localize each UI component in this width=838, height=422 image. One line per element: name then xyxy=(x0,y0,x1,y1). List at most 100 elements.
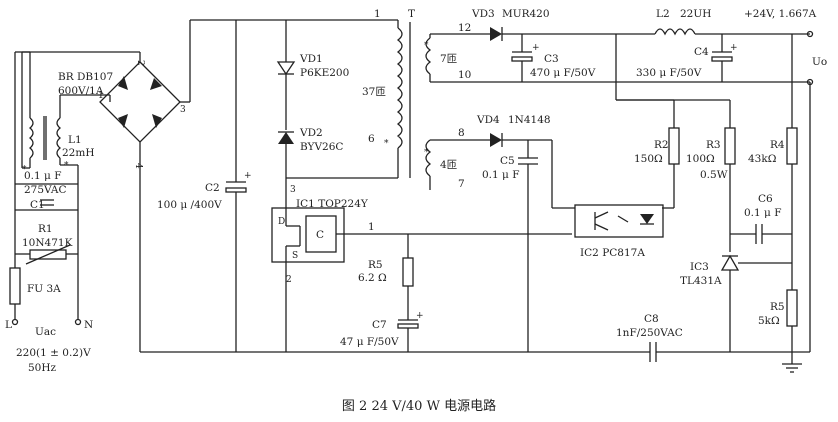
label-transformer: T xyxy=(408,8,415,20)
svg-text:2: 2 xyxy=(135,60,145,66)
label-c6-name: C6 xyxy=(758,193,773,205)
label-vd2-value: BYV26C xyxy=(300,141,343,153)
label-uac: Uac xyxy=(35,326,56,338)
resistor-r2 xyxy=(668,127,680,165)
inductor-l1-b xyxy=(56,117,62,159)
label-l1-value: 22mH xyxy=(62,147,94,159)
label-c3-name: C3 xyxy=(544,53,559,65)
resistor-r3 xyxy=(724,127,736,165)
shunt-regulator-ic3 xyxy=(720,254,740,271)
transformer-bias-winding xyxy=(425,139,432,177)
svg-text:8: 8 xyxy=(458,127,465,139)
resistor-r4 xyxy=(786,127,798,165)
label-output-voltage: +24V, 1.667A xyxy=(744,8,817,20)
label-r3-value: 100Ω xyxy=(686,153,715,165)
label-c1-name: C1 xyxy=(30,199,45,211)
svg-text:1: 1 xyxy=(374,8,381,20)
svg-text:3: 3 xyxy=(180,105,186,115)
svg-text:3: 3 xyxy=(290,185,296,195)
fuse xyxy=(9,267,21,305)
svg-text:1: 1 xyxy=(368,221,375,233)
label-l1-name: L1 xyxy=(68,134,82,146)
label-c2-value: 100 μ /400V xyxy=(157,199,222,211)
diode-vd4 xyxy=(490,133,502,147)
label-L: L xyxy=(5,319,12,331)
label-vd4-name: VD4 xyxy=(476,114,500,126)
label-r3-name: R3 xyxy=(706,139,721,151)
optocoupler-ic2 xyxy=(574,204,664,238)
label-vd4-value: 1N4148 xyxy=(508,114,551,126)
svg-text:C: C xyxy=(316,229,324,241)
label-ic3-name: IC3 xyxy=(690,261,709,273)
svg-text:*: * xyxy=(64,161,69,171)
svg-text:*: * xyxy=(22,165,27,175)
label-N: N xyxy=(84,319,93,331)
label-uo: Uo xyxy=(812,56,827,68)
label-c5-value: 0.1 μ F xyxy=(482,169,519,181)
svg-text:*: * xyxy=(384,139,389,149)
svg-text:+: + xyxy=(416,311,424,321)
label-br-name: BR DB107 xyxy=(58,71,113,83)
zener-vd1 xyxy=(276,61,296,76)
label-ic3-value: TL431A xyxy=(680,275,722,287)
label-vd2-name: VD2 xyxy=(299,127,323,139)
label-c5-name: C5 xyxy=(500,155,515,167)
svg-text:+: + xyxy=(532,43,540,53)
svg-text:2: 2 xyxy=(286,275,292,285)
terminal-N xyxy=(74,318,82,326)
label-c3-value: 470 μ F/50V xyxy=(530,67,596,79)
label-c7-value: 47 μ F/50V xyxy=(340,336,399,348)
label-r1-value: 10N471K xyxy=(22,237,73,249)
label-l2-name: L2 xyxy=(656,8,670,20)
label-ic1-name: IC1 TOP224Y xyxy=(296,198,369,210)
svg-text:+: + xyxy=(244,171,252,181)
label-bias-turns: 4匝 xyxy=(440,159,458,171)
label-c6-value: 0.1 μ F xyxy=(744,207,781,219)
label-primary-turns: 37匝 xyxy=(362,86,386,98)
output-positive-terminal xyxy=(806,30,814,38)
inductor-l1-a xyxy=(28,117,34,159)
svg-text:6: 6 xyxy=(368,133,375,145)
label-uac-value: 220(1 ± 0.2)V xyxy=(16,347,91,359)
svg-text:7: 7 xyxy=(458,178,465,190)
label-r3-power: 0.5W xyxy=(700,169,728,181)
label-c7-name: C7 xyxy=(372,319,387,331)
label-c8-name: C8 xyxy=(644,313,659,325)
svg-text:1: 1 xyxy=(98,91,104,101)
label-r4-value: 43kΩ xyxy=(748,153,777,165)
label-r4-name: R4 xyxy=(770,139,785,151)
svg-text:4: 4 xyxy=(133,163,143,169)
label-fuse: FU 3A xyxy=(27,283,61,295)
label-c8-value: 1nF/250VAC xyxy=(616,327,683,339)
transformer-output-winding xyxy=(425,37,432,75)
ic1-top224y xyxy=(271,207,345,263)
label-r1-name: R1 xyxy=(38,223,53,235)
svg-text:+: + xyxy=(730,43,738,53)
label-br-rating: 600V/1A xyxy=(58,85,104,97)
label-l2-value: 22UH xyxy=(680,8,711,20)
svg-text:12: 12 xyxy=(458,22,471,34)
label-r5b-name: R5 xyxy=(770,301,785,313)
svg-text:*: * xyxy=(424,148,429,158)
label-c2-name: C2 xyxy=(205,182,220,194)
svg-text:S: S xyxy=(292,251,298,261)
label-r5a-value: 6.2 Ω xyxy=(358,272,387,284)
label-output-turns: 7匝 xyxy=(440,53,458,65)
figure-caption: 图 2 24 V/40 W 电源电路 xyxy=(341,399,497,414)
resistor-r5a xyxy=(402,257,414,287)
label-vd3-name: VD3 xyxy=(471,8,495,20)
label-c1-rating: 275VAC xyxy=(24,184,67,196)
label-r2-value: 150Ω xyxy=(634,153,663,165)
inductor-l2 xyxy=(654,28,696,36)
label-vd1-value: P6KE200 xyxy=(300,67,349,79)
label-c1-value: 0.1 μ F xyxy=(24,170,61,182)
diode-vd2 xyxy=(278,132,294,144)
label-r2-name: R2 xyxy=(654,139,669,151)
label-r5b-value: 5kΩ xyxy=(758,315,780,327)
terminal-L xyxy=(11,318,19,326)
label-freq: 50Hz xyxy=(28,362,57,374)
svg-text:*: * xyxy=(424,41,429,51)
diode-vd3 xyxy=(490,27,502,41)
label-r5a-name: R5 xyxy=(368,259,383,271)
